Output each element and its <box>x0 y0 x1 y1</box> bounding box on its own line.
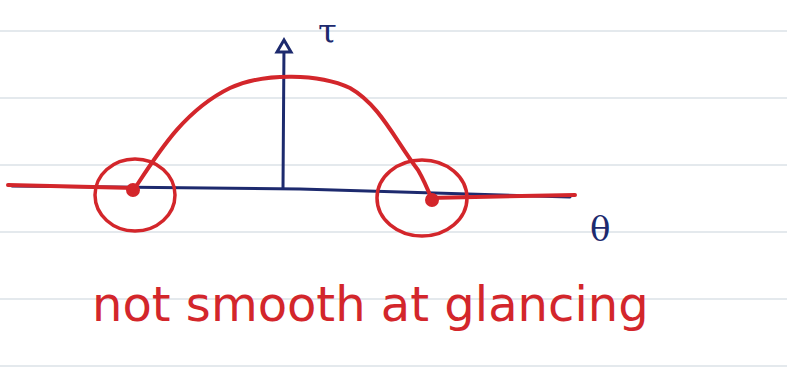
axes <box>12 40 570 197</box>
axis-label: τ <box>318 14 337 48</box>
ruled-lines <box>0 31 787 366</box>
handwritten-note: not smooth at glancing <box>92 280 649 328</box>
axis-label: θ <box>590 212 610 246</box>
tau-curve <box>8 77 575 236</box>
